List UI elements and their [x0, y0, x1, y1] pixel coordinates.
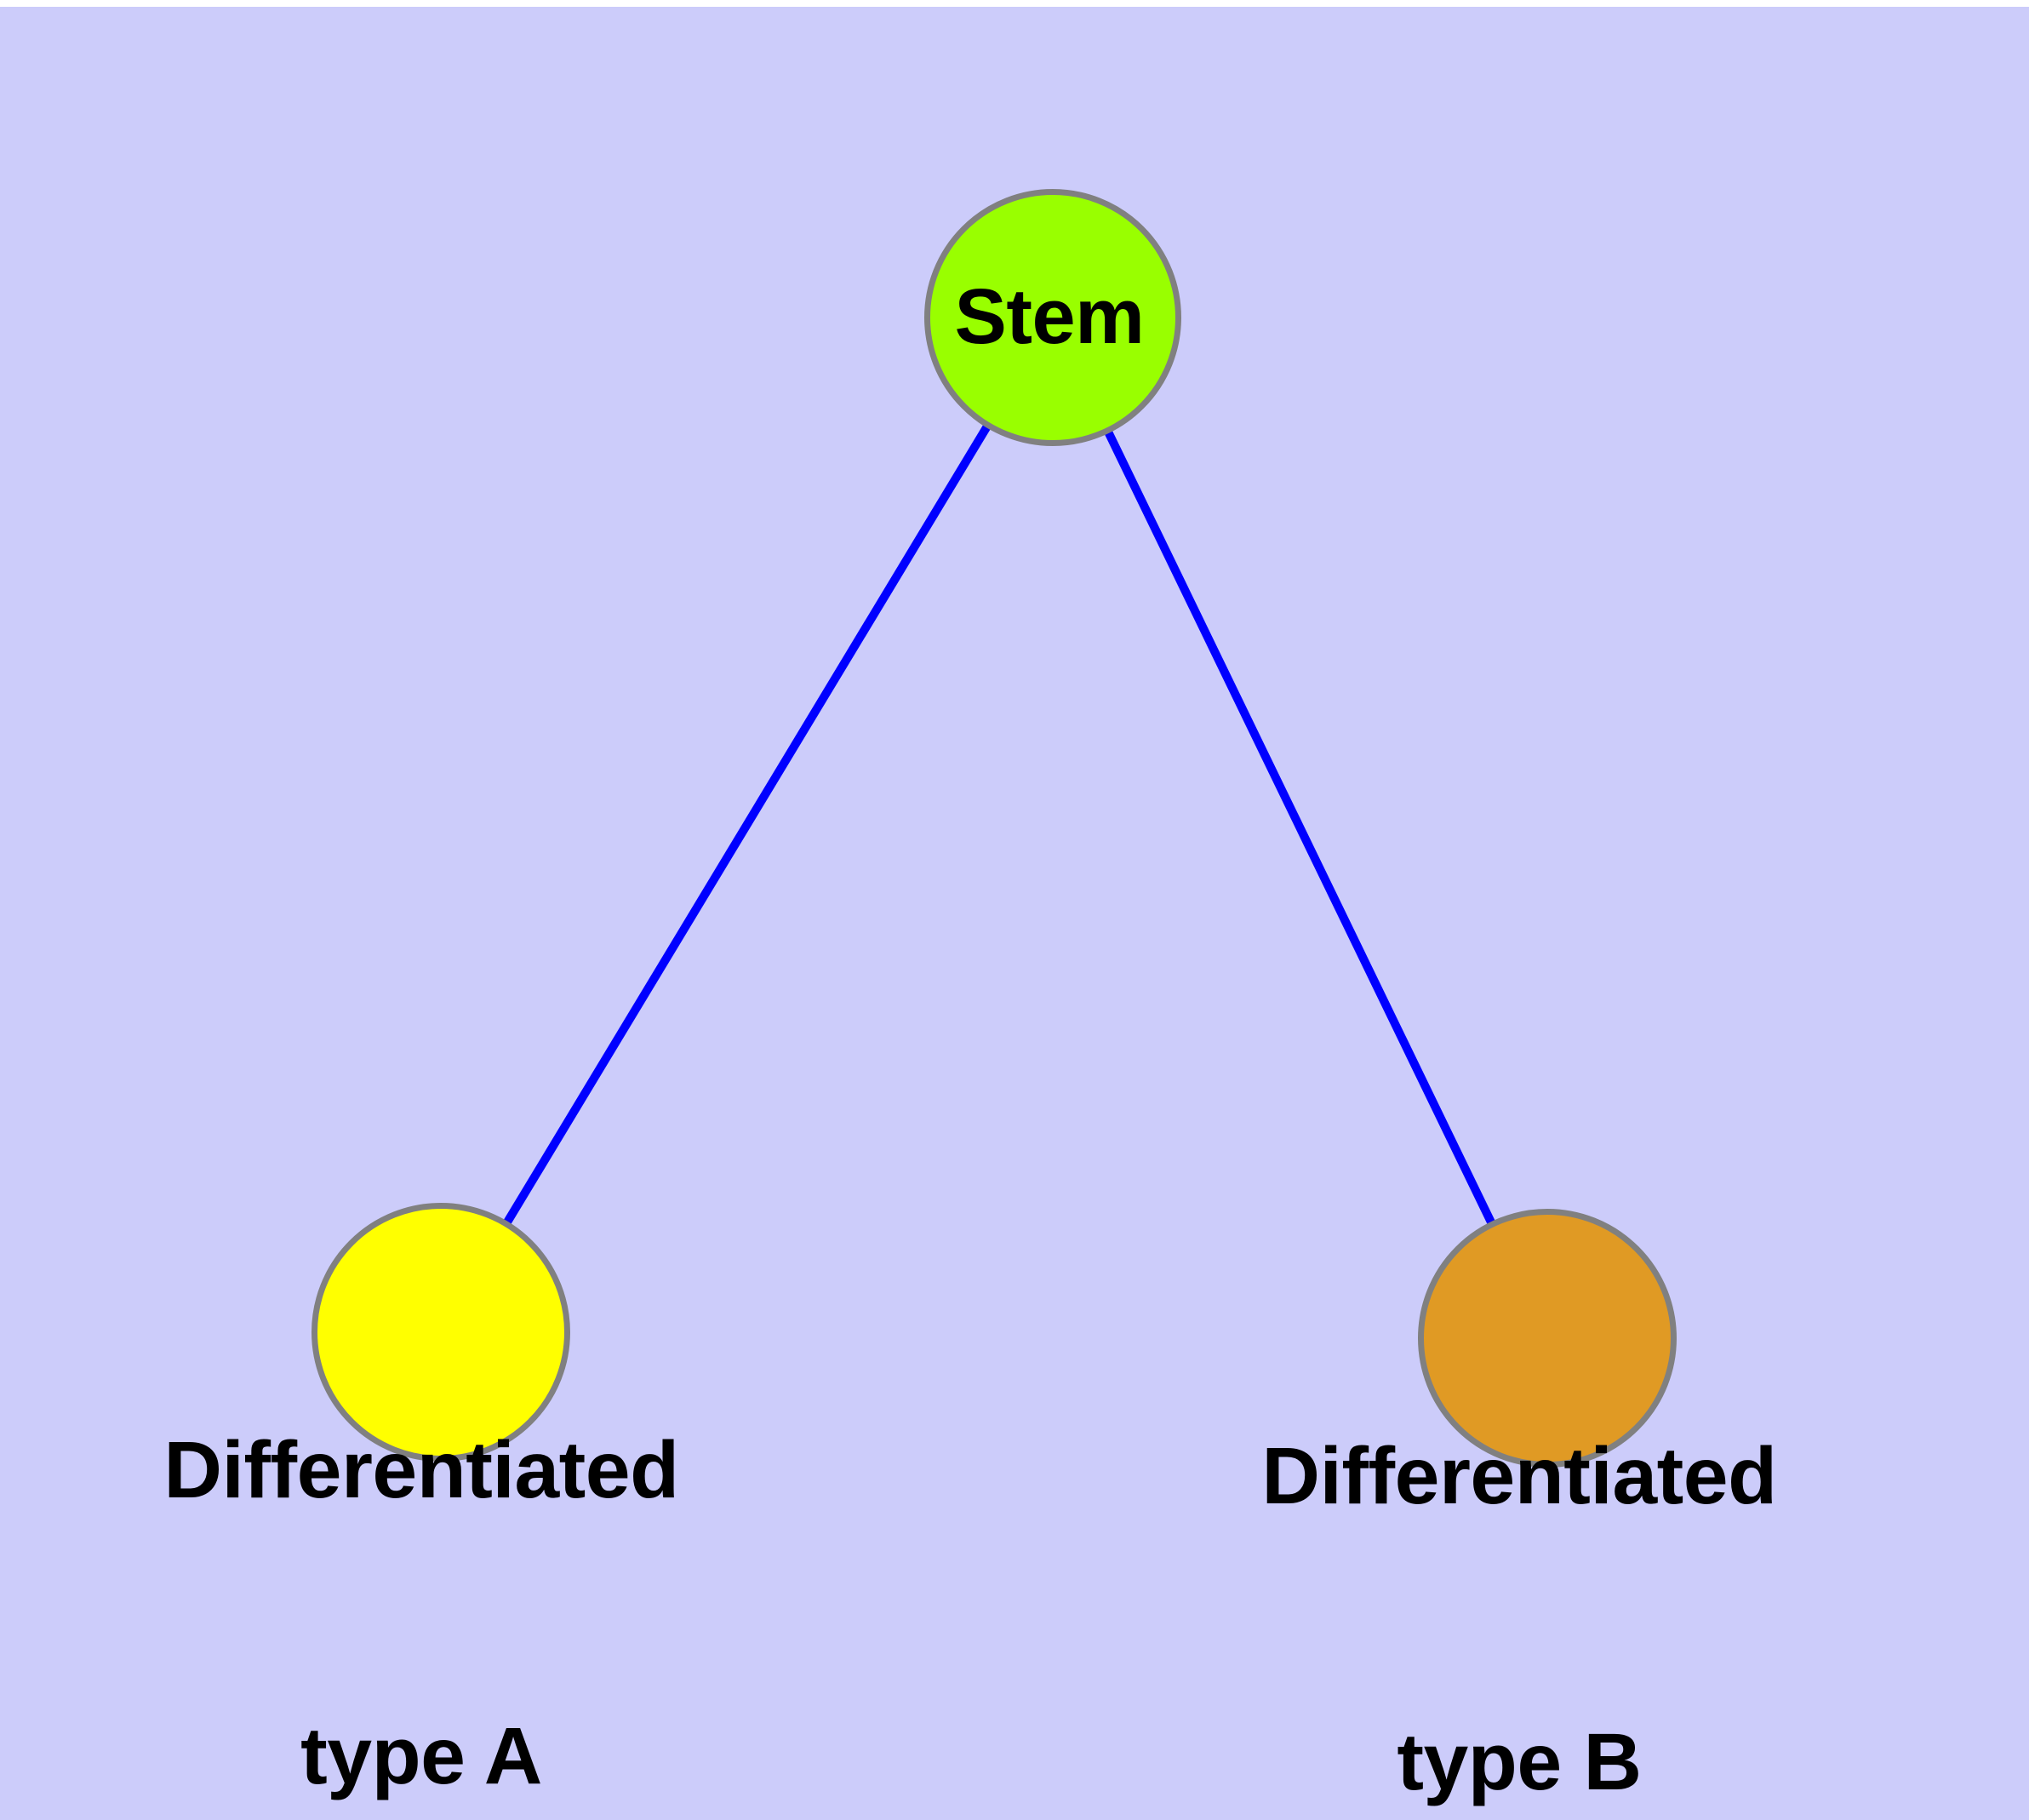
edge-stem-to-differentiated-type-a	[437, 315, 1057, 1335]
edge-stem-to-differentiated-type-b	[1049, 315, 1552, 1341]
node-stem[interactable]	[924, 189, 1181, 446]
node-layer	[311, 189, 1677, 1468]
edge-layer	[437, 315, 1552, 1341]
node-differentiated-type-a[interactable]	[311, 1203, 570, 1462]
node-differentiated-type-b[interactable]	[1418, 1209, 1677, 1468]
